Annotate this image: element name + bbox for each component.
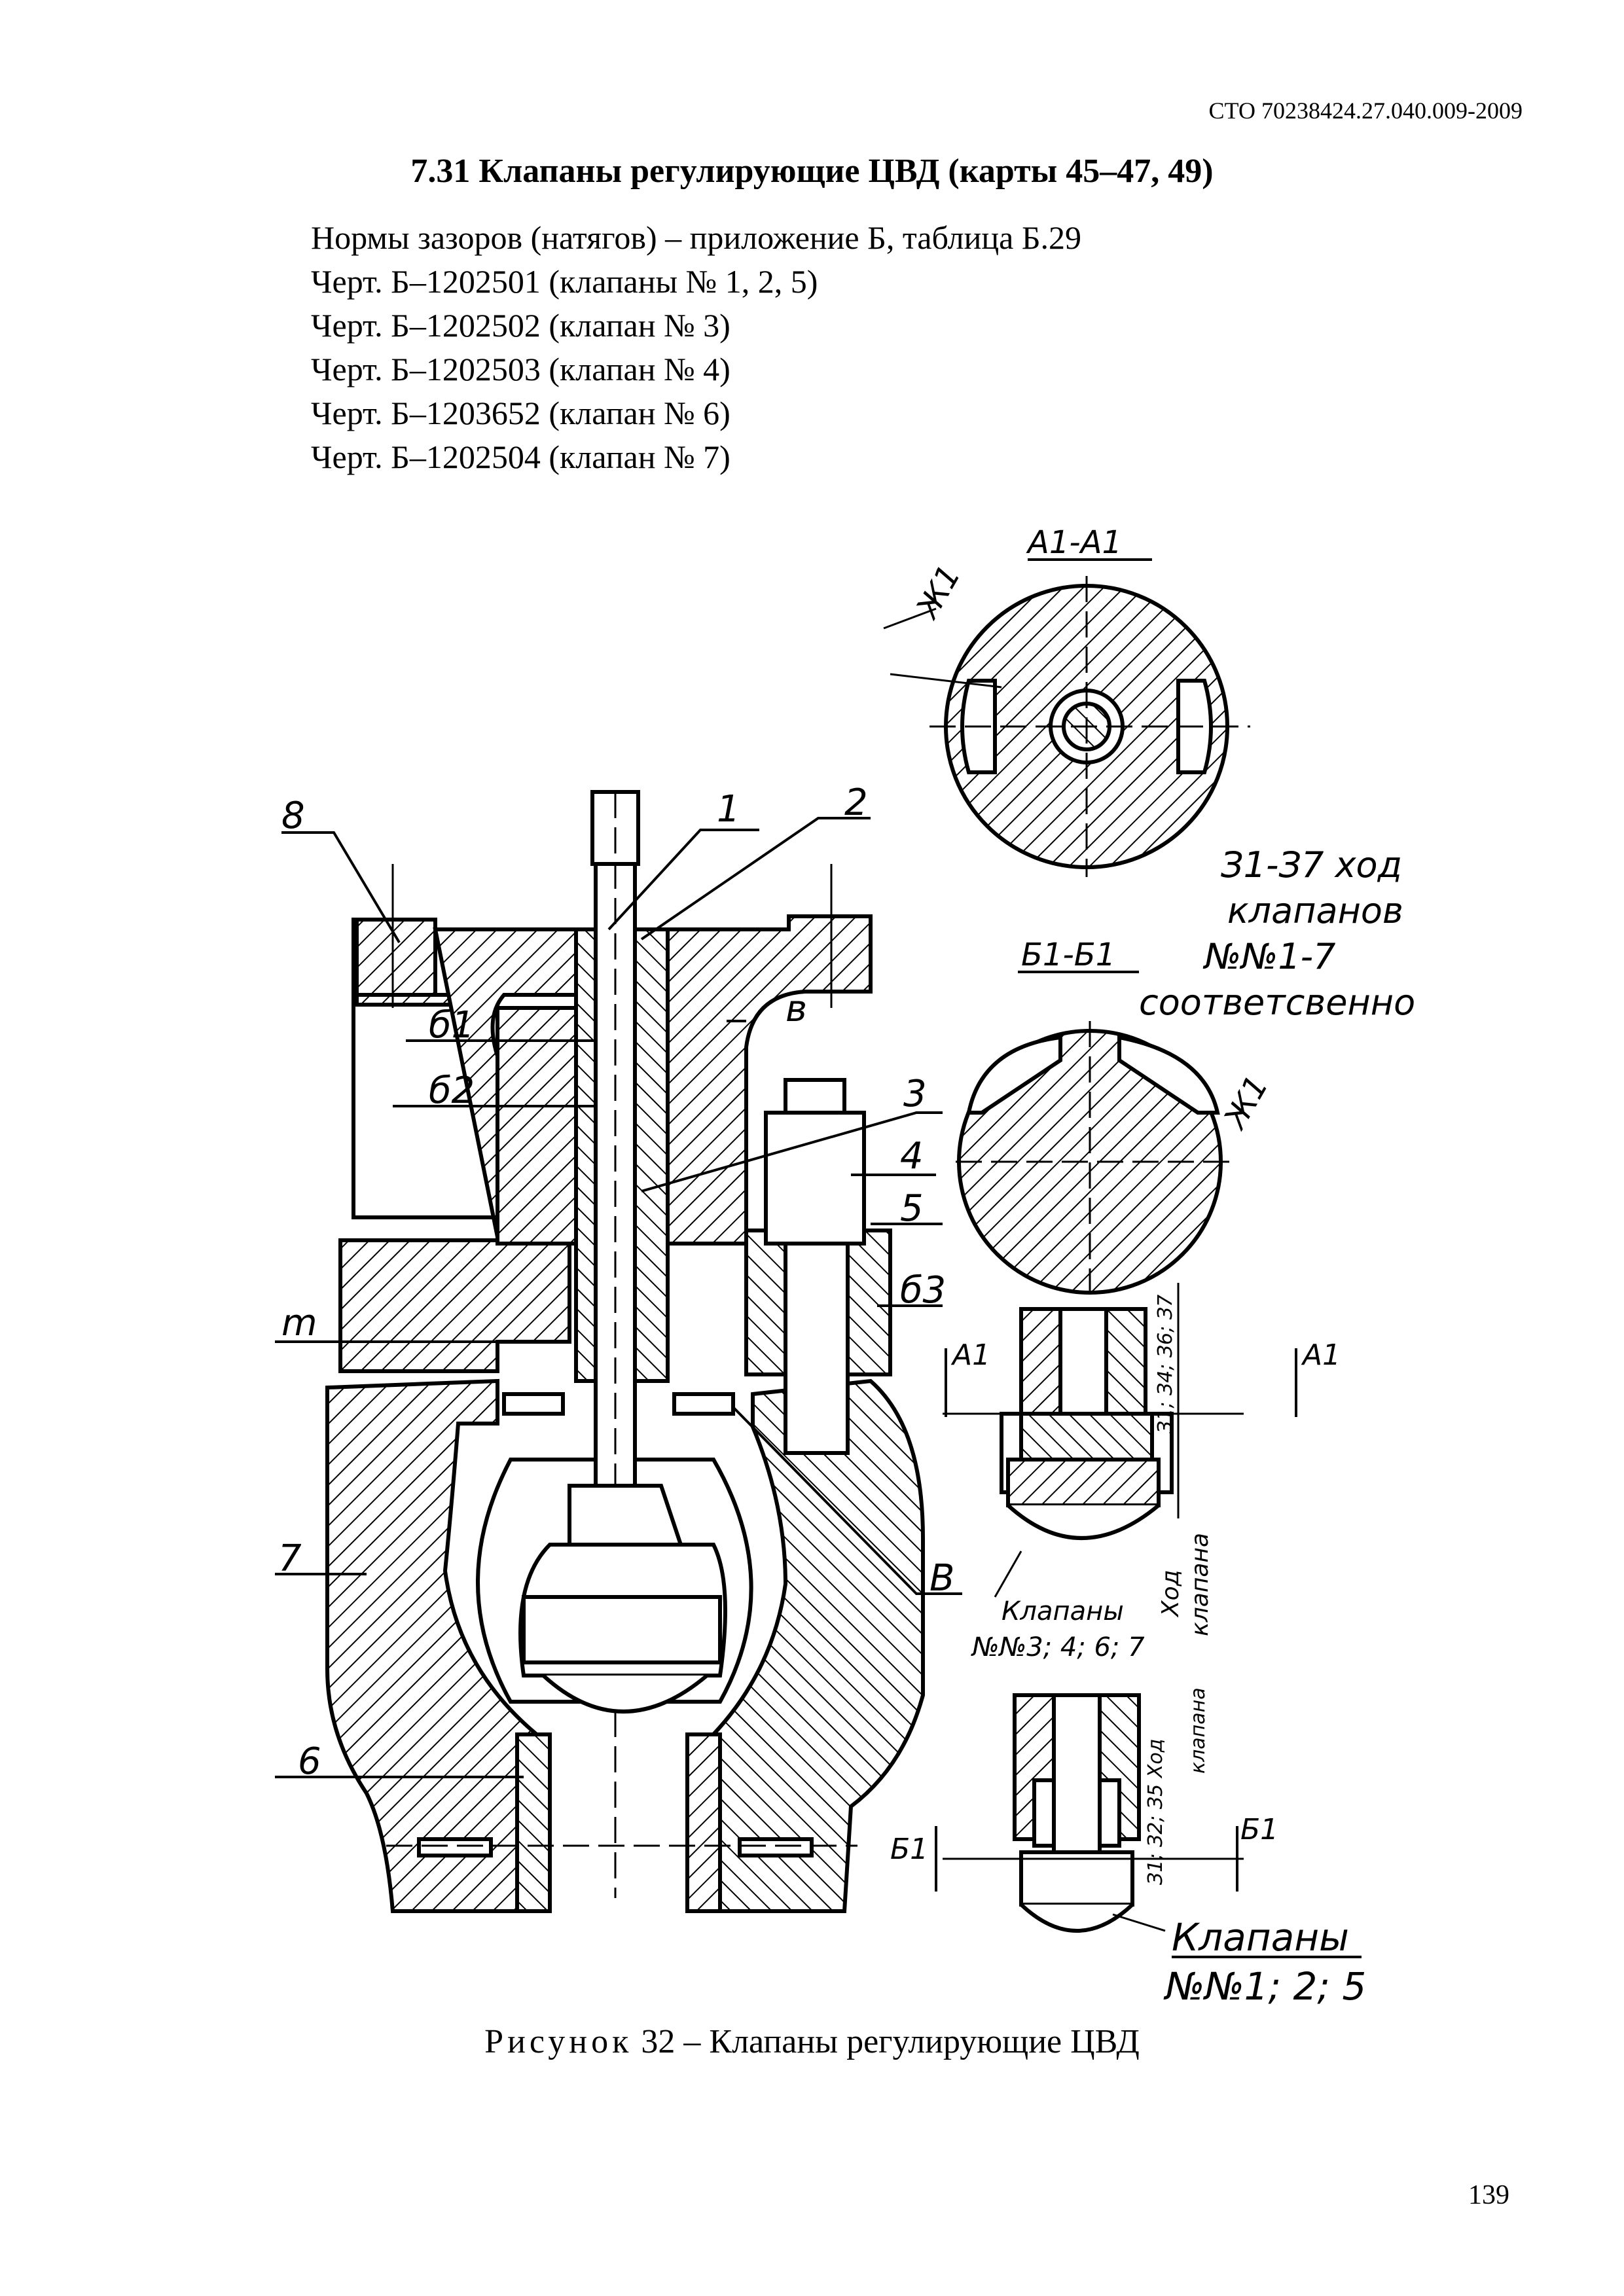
cut-a-right-label: А1	[1301, 1338, 1341, 1372]
reference-line: Черт. Б–1202504 (клапан № 7)	[311, 439, 731, 475]
detail2-dimensions: З1; З2; З5 Ход	[1144, 1739, 1167, 1885]
leader-lines	[275, 817, 962, 1778]
callout-2: 2	[844, 781, 868, 824]
reference-line: Черт. Б–1203652 (клапан № 6)	[311, 395, 731, 431]
stroke-note-line: З1-З7 ход	[1221, 844, 1402, 886]
callout-labels: 8 1 2 б1 в б2 3 4 5 б3 m В 7 6	[278, 781, 954, 1783]
detail1-stroke-label: клапана	[1187, 1533, 1214, 1636]
section-title: 7.31 Клапаны регулирующие ЦВД (карты 45–…	[410, 152, 1214, 190]
callout-4: 4	[900, 1135, 924, 1177]
document-code: СТО 70238424.27.040.009-2009	[1208, 98, 1523, 124]
callout-8: 8	[281, 795, 305, 837]
detail1-dimensions: З1; З4; З6; З7	[1154, 1295, 1177, 1433]
callout-b2: б2	[429, 1069, 475, 1112]
section-a1-title: А1-А1	[1026, 524, 1122, 561]
detail2-label: №№1; 2; 5	[1163, 1964, 1366, 2009]
callout-b3: б3	[900, 1269, 946, 1312]
stroke-note-line: клапанов	[1227, 890, 1403, 931]
callout-b1: б1	[429, 1004, 475, 1047]
callout-7: 7	[278, 1537, 302, 1580]
reference-line: Черт. Б–1202503 (клапан № 4)	[311, 351, 731, 387]
cut-b-left-label: Б1	[890, 1833, 928, 1866]
stroke-note-line: №№1-7	[1202, 936, 1336, 977]
caption-word: Рисунок	[484, 2023, 633, 2060]
cut-b-right-label: Б1	[1240, 1813, 1278, 1846]
section-b1-view	[956, 1021, 1231, 1302]
callout-v: в	[785, 988, 807, 1030]
figure-caption: Рисунок 32 – Клапаны регулирующие ЦВД	[0, 2022, 1624, 2061]
section-b1-title: Б1-Б1	[1021, 937, 1115, 973]
section-a1-view	[883, 576, 1250, 877]
cut-a-left-label: А1	[950, 1338, 990, 1372]
zh1-label-mid: Ж1	[1216, 1069, 1276, 1136]
stroke-note: З1-З7 ход клапанов №№1-7 соответсвенно	[1139, 844, 1415, 1023]
main-valve-section	[325, 790, 925, 1913]
caption-number: 32	[641, 2023, 676, 2060]
callout-m: m	[281, 1302, 317, 1344]
detail-valves-1-2-5	[943, 1693, 1244, 1933]
callout-1: 1	[717, 788, 740, 831]
reference-line: Черт. Б–1202501 (клапаны № 1, 2, 5)	[311, 263, 818, 300]
detail2-label: Клапаны	[1172, 1915, 1349, 1960]
detail1-label: №№3; 4; 6; 7	[971, 1632, 1145, 1662]
detail-valves-3-4-6-7	[943, 1283, 1244, 1540]
caption-text: – Клапаны регулирующие ЦВД	[683, 2023, 1140, 2060]
detail2-stroke-label: клапана	[1187, 1687, 1210, 1774]
reference-list: Нормы зазоров (натягов) – приложение Б, …	[311, 216, 1081, 479]
callout-3: 3	[903, 1073, 927, 1115]
callout-5: 5	[900, 1187, 924, 1230]
reference-line: Черт. Б–1202502 (клапан № 3)	[311, 307, 731, 344]
stroke-note-line: соответсвенно	[1139, 982, 1415, 1023]
callout-B: В	[929, 1557, 954, 1600]
page-number: 139	[1468, 2180, 1509, 2210]
detail1-stroke-label: Ход	[1157, 1570, 1184, 1618]
detail1-label: Клапаны	[1001, 1596, 1124, 1626]
callout-6: 6	[298, 1740, 321, 1783]
reference-line: Нормы зазоров (натягов) – приложение Б, …	[311, 219, 1082, 256]
